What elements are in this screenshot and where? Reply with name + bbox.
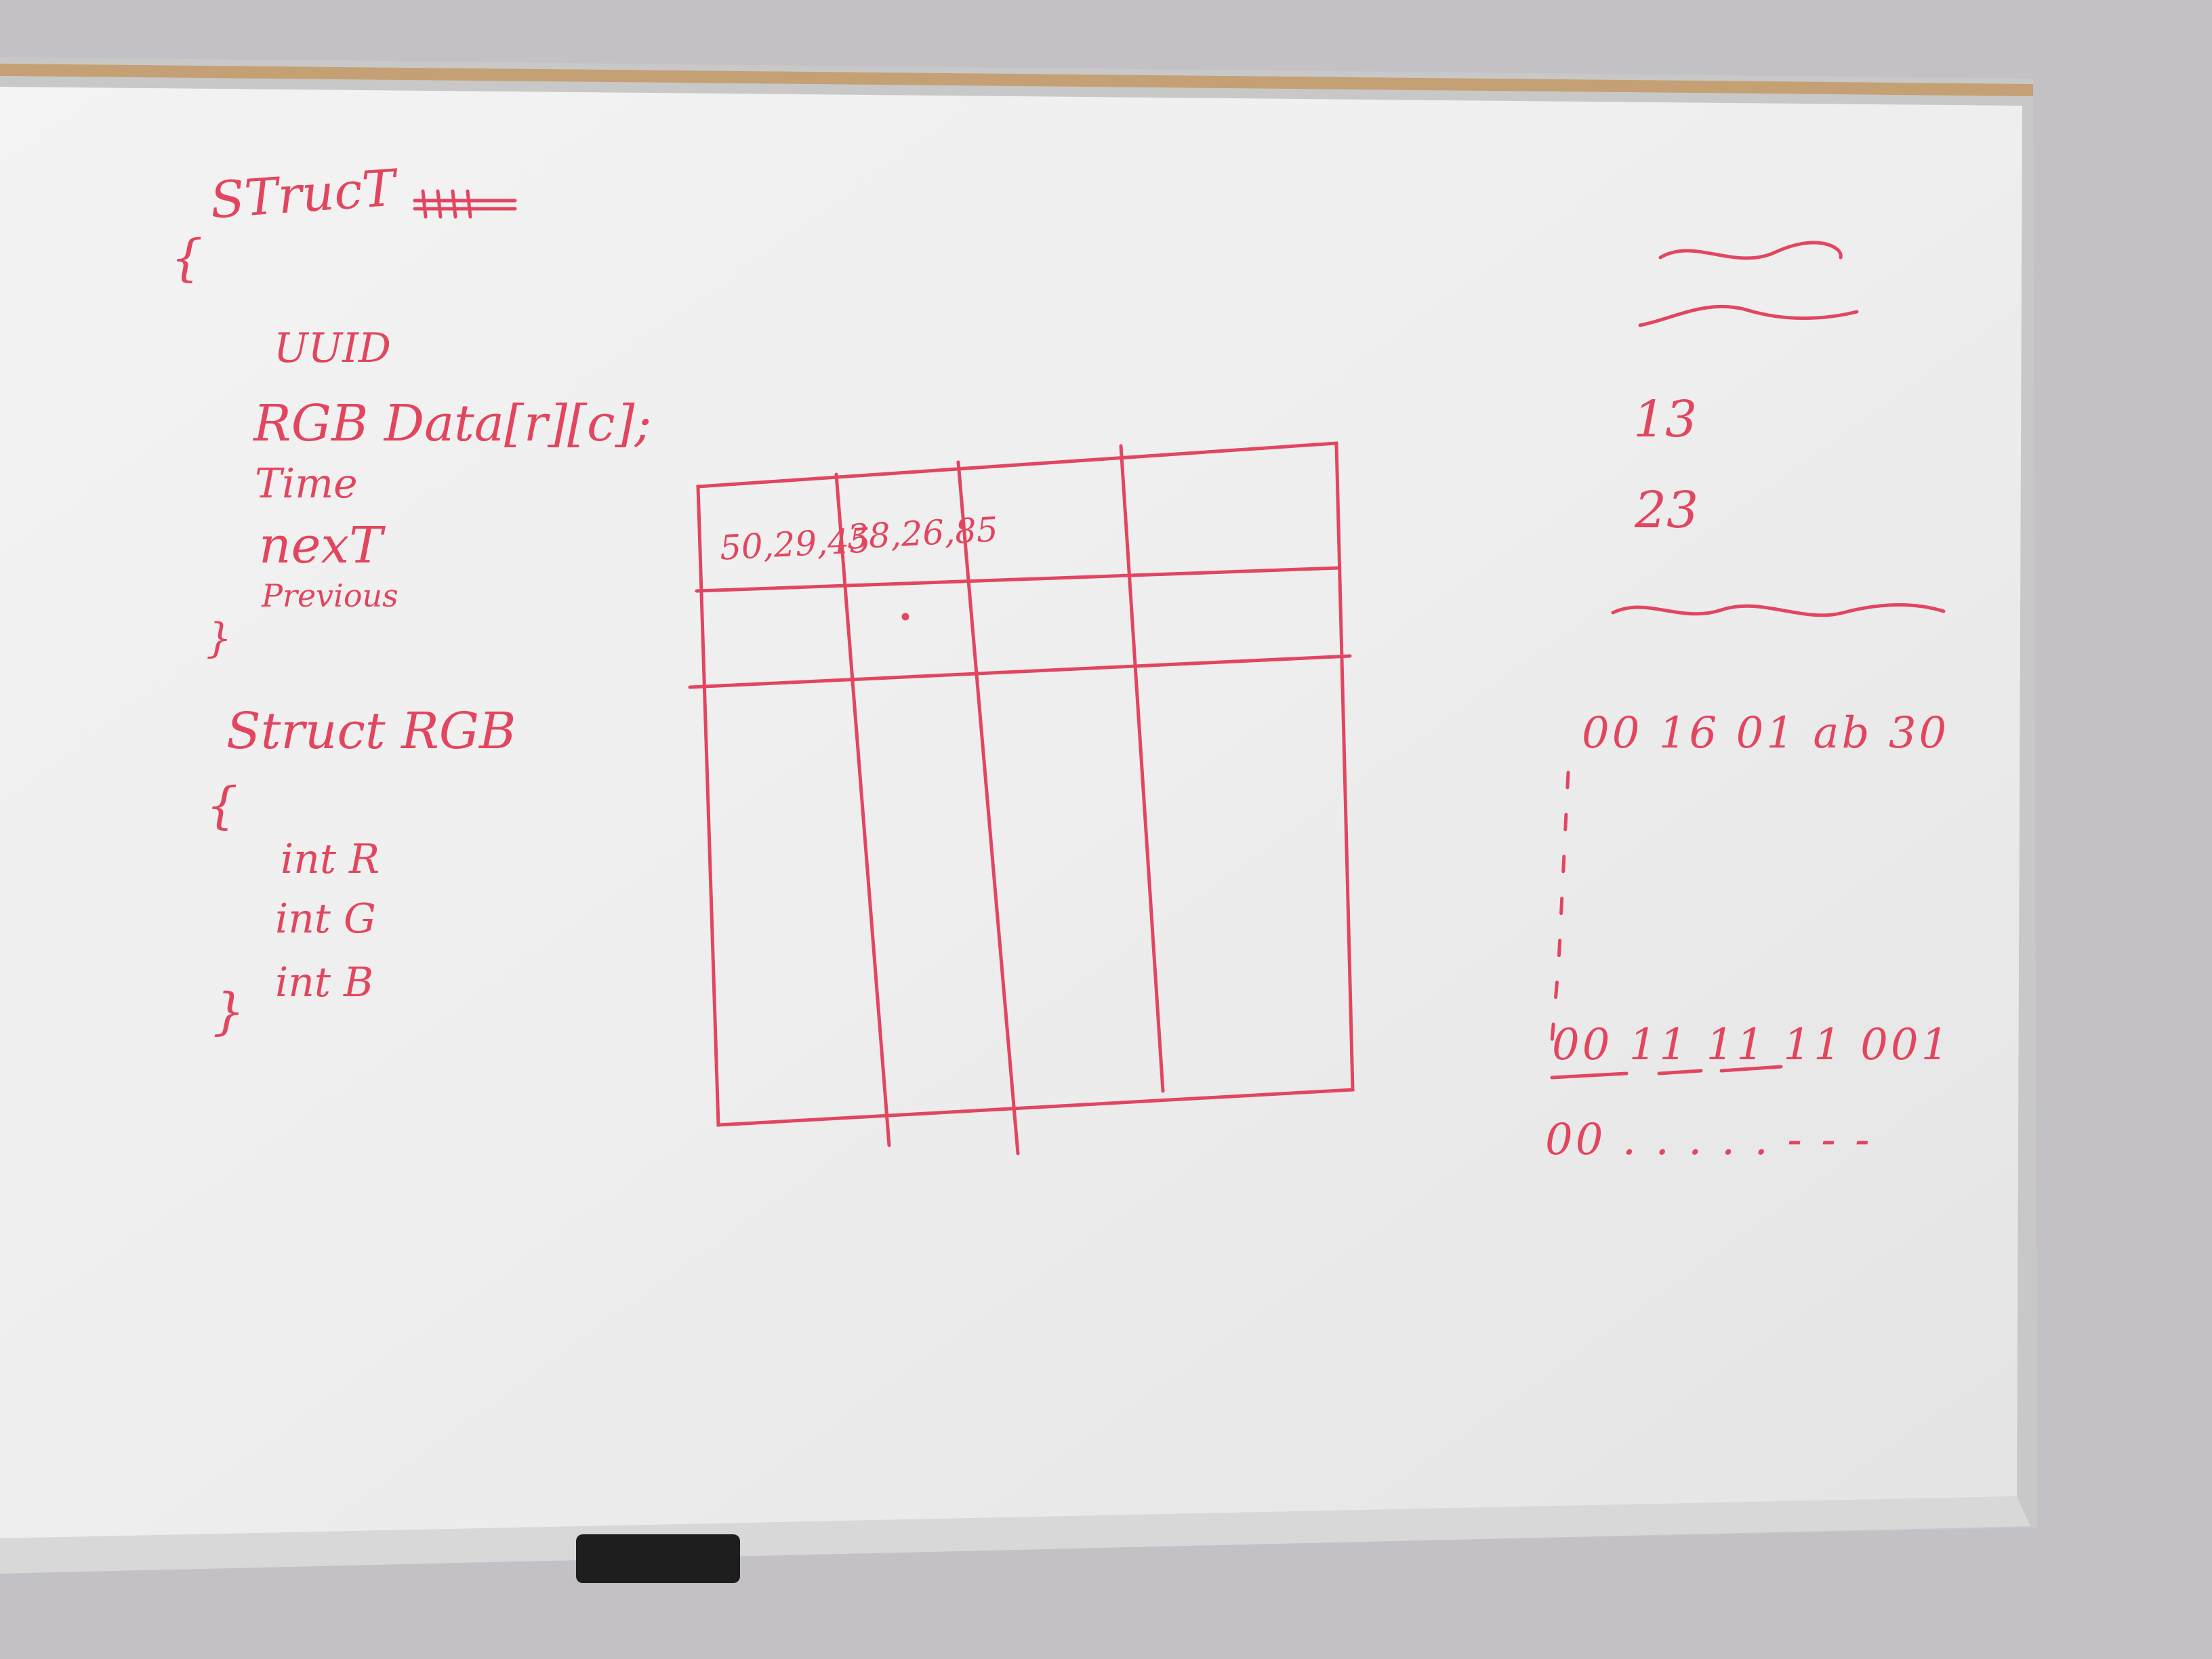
struct1-header: STrucT <box>208 159 398 230</box>
bytes-end-row: 00 . . . . . - - - <box>1545 1115 1872 1165</box>
struct1-field-next: nexT <box>259 516 383 575</box>
marker-tray <box>0 1496 2030 1574</box>
byte-underline-1 <box>1550 1071 1629 1080</box>
struct2-open-brace: { <box>206 777 239 835</box>
hash-scribble <box>413 189 517 219</box>
table-col-line-2 <box>956 460 1020 1155</box>
struct1-field-time: Time <box>255 460 358 508</box>
struct2-close-brace: } <box>213 983 245 1041</box>
dashed-vertical-line <box>1549 771 1570 1059</box>
number-13: 13 <box>1633 390 1698 449</box>
bytes-top-row: 00 16 01 ab 30 <box>1582 708 1950 758</box>
table-outline <box>696 441 1355 1127</box>
bytes-bottom-row: 00 11 11 11 001 <box>1552 1020 1952 1070</box>
struct1-field-uuid: UUID <box>274 325 391 372</box>
struct2-field-b: int B <box>275 959 374 1006</box>
squiggle-2 <box>1638 304 1859 327</box>
marker-strokes <box>413 189 1946 1155</box>
table-col-line-3 <box>1119 444 1165 1093</box>
struct1-open-brace: { <box>171 229 203 287</box>
cork-strip <box>0 64 2033 96</box>
struct2-header: Struct RGB <box>226 702 516 760</box>
table-col-line-1 <box>834 472 891 1147</box>
number-23: 23 <box>1635 481 1699 539</box>
squiggle-3 <box>1611 603 1946 617</box>
table-row-line-1 <box>695 566 1341 593</box>
byte-underline-2 <box>1657 1069 1703 1076</box>
squiggle-1 <box>1658 241 1843 260</box>
board-surface <box>0 87 2022 1538</box>
table-row-line-2 <box>688 654 1352 689</box>
struct2-field-g: int G <box>275 895 376 943</box>
eraser <box>576 1534 740 1583</box>
table-cell-2: 38,26,85 <box>846 510 1000 557</box>
struct1-field-previous: Previous <box>262 577 398 614</box>
struct1-field-rgb-data: RGB Data[r][c]; <box>253 394 652 453</box>
stray-dot <box>901 613 909 621</box>
byte-underline-3 <box>1719 1065 1783 1073</box>
struct2-field-r: int R <box>281 836 380 883</box>
struct1-close-brace: } <box>206 615 232 662</box>
